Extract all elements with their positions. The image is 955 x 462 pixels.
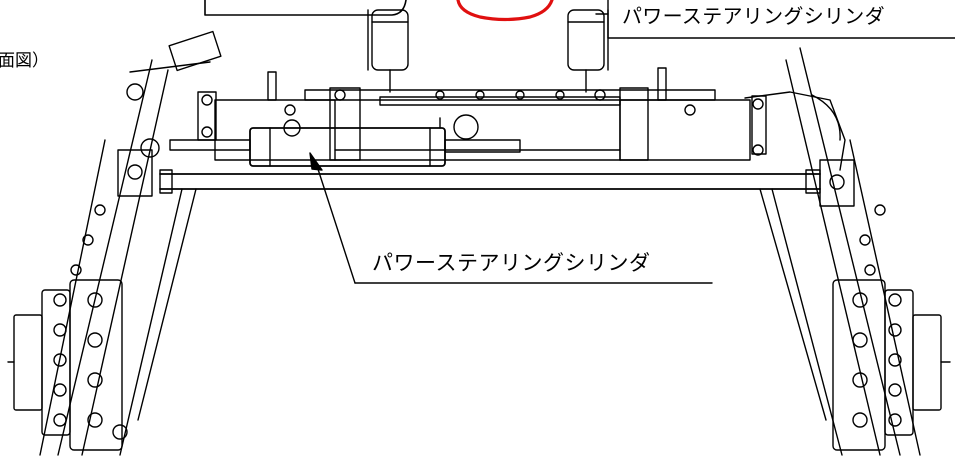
left-wheel-hub	[7, 279, 128, 451]
frame-bolts	[267, 67, 696, 116]
strut-bolts	[70, 204, 886, 276]
top-bracket-right	[567, 9, 609, 93]
callout-label-top-right: パワーステアリングシリンダ	[622, 4, 885, 28]
right-strut	[759, 47, 921, 456]
edge-text-fragment: 面図）	[0, 51, 49, 71]
callout-label-main: パワーステアリングシリンダ	[372, 251, 651, 275]
cross-beam	[159, 169, 821, 194]
callout-box-top-left	[204, 0, 407, 16]
right-wheel-hub	[832, 279, 951, 451]
steering-cylinder	[140, 114, 521, 167]
left-arm-top	[117, 30, 222, 197]
highlight-circle	[456, 0, 554, 22]
callout-leader	[309, 152, 713, 284]
top-bracket-left	[367, 9, 409, 93]
left-strut	[39, 59, 197, 456]
right-hub	[744, 91, 855, 207]
